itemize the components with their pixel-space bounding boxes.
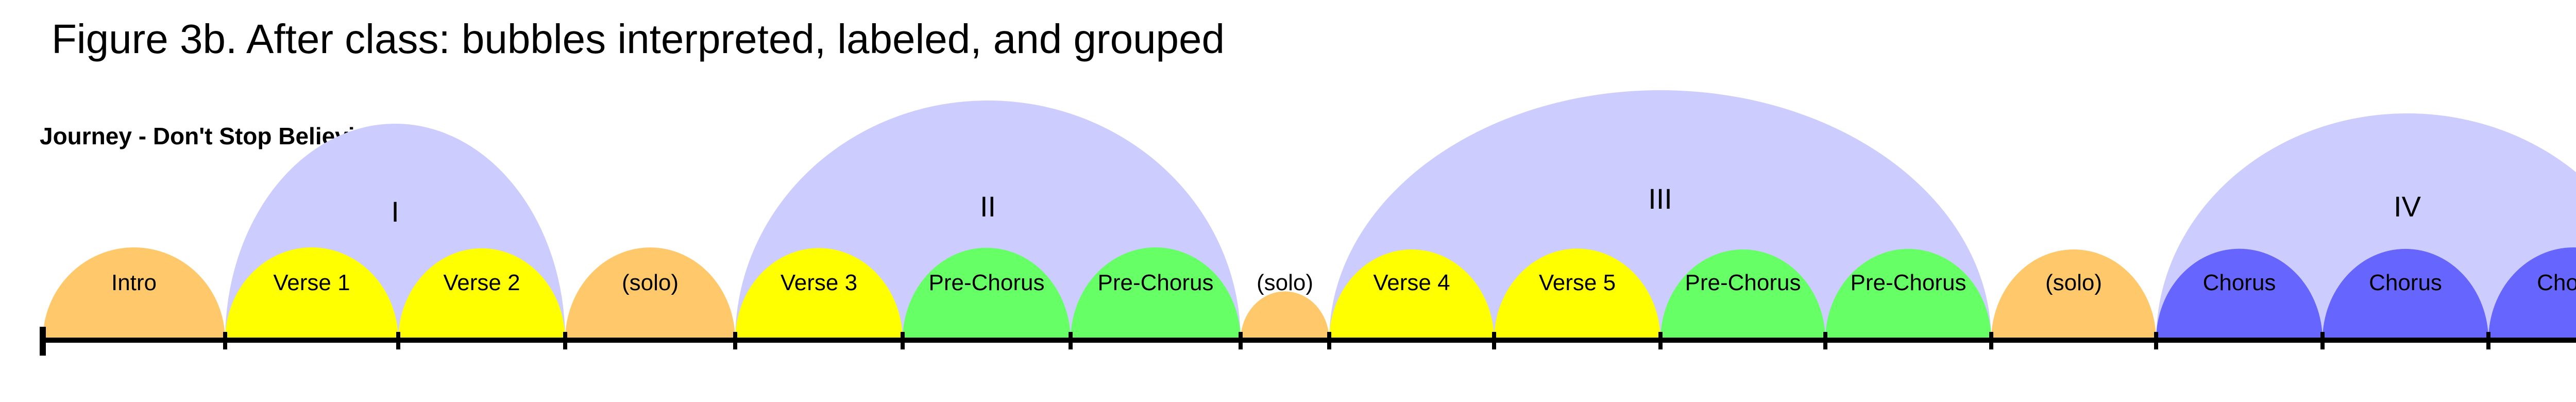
section-label-15: Chorus — [2369, 270, 2442, 295]
section-bubble-13 — [1991, 249, 2156, 340]
section-bubble-12 — [1825, 248, 1991, 340]
section-bubble-1 — [43, 247, 225, 340]
section-label-2: Verse 1 — [273, 270, 350, 295]
section-bubble-6 — [903, 247, 1071, 340]
section-bubble-16 — [2488, 247, 2576, 340]
section-label-16: Chorus — [2537, 270, 2576, 295]
timeline-axis — [40, 327, 2576, 356]
section-label-7: Pre-Chorus — [1098, 270, 1214, 295]
section-label-1: Intro — [111, 270, 157, 295]
group-label-1: I — [391, 195, 399, 228]
group-label-3: III — [1648, 182, 1672, 215]
section-label-8: (solo) — [1257, 270, 1313, 295]
song-title: Journey - Don't Stop Believin' — [40, 123, 375, 149]
section-label-13: (solo) — [2045, 270, 2102, 295]
section-label-10: Verse 5 — [1539, 270, 1616, 295]
section-bubble-2 — [225, 247, 398, 340]
group-arc-3 — [1329, 90, 1991, 340]
section-label-5: Verse 3 — [781, 270, 857, 295]
group-label-4: IV — [2394, 190, 2421, 223]
section-label-6: Pre-Chorus — [929, 270, 1045, 295]
section-bubble-9 — [1329, 249, 1494, 340]
figure-caption: Figure 3b. After class: bubbles interpre… — [52, 16, 1225, 62]
section-bubble-3 — [398, 248, 565, 340]
section-label-3: Verse 2 — [443, 270, 520, 295]
section-bubble-14 — [2156, 248, 2323, 340]
section-label-9: Verse 4 — [1373, 270, 1450, 295]
section-bubble-10 — [1494, 248, 1660, 340]
section-bubble-15 — [2323, 248, 2488, 340]
section-bubbles: Intro Verse 1 Verse 2 (solo) Verse 3 Pre-Chor… — [43, 247, 2576, 340]
section-bubble-11 — [1660, 249, 1825, 340]
section-label-4: (solo) — [622, 270, 679, 295]
section-label-12: Pre-Chorus — [1851, 270, 1967, 295]
section-bubble-8 — [1241, 291, 1329, 340]
section-bubble-4 — [565, 247, 735, 340]
section-bubble-7 — [1071, 247, 1241, 340]
section-label-11: Pre-Chorus — [1685, 270, 1801, 295]
group-label-2: II — [980, 190, 996, 223]
section-bubble-5 — [735, 248, 903, 340]
section-label-14: Chorus — [2203, 270, 2276, 295]
